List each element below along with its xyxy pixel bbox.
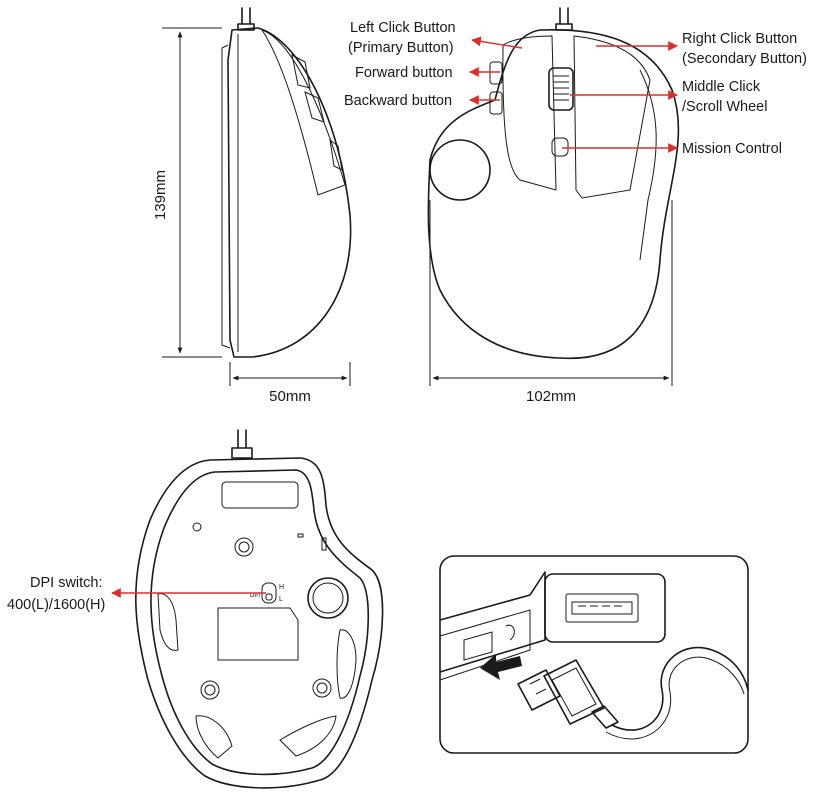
height-dimension-label: 139mm bbox=[152, 170, 169, 220]
bottom-mark-2 bbox=[321, 537, 327, 551]
top-width-dimension-label: 102mm bbox=[526, 388, 576, 405]
dpi-mark-text: DPI bbox=[250, 593, 260, 599]
mission-control-label: Mission Control bbox=[682, 141, 782, 157]
top-callouts: Left Click Button (Primary Button) Forwa… bbox=[344, 20, 807, 157]
bottom-sensor bbox=[307, 577, 349, 619]
left-click-label-line1: Left Click Button bbox=[350, 20, 456, 36]
right-panel-edge bbox=[639, 69, 657, 261]
dpi-switch-knob bbox=[265, 593, 273, 601]
top-view: 102mm bbox=[427, 7, 680, 405]
usb-plug-metal bbox=[517, 669, 561, 711]
scroll-wheel[interactable] bbox=[548, 67, 574, 111]
side-base-edge bbox=[221, 44, 231, 349]
side-view: 139mm 50mm bbox=[152, 7, 352, 405]
usb-plug-metal-detail bbox=[529, 678, 547, 695]
usb-plug-body-inner bbox=[551, 667, 597, 717]
bottom-foot-2 bbox=[200, 680, 220, 700]
bottom-foot-1 bbox=[234, 537, 254, 557]
left-click-arrow bbox=[471, 36, 523, 49]
usb-plug-body bbox=[543, 659, 605, 725]
dpi-label-line1: DPI switch: bbox=[30, 575, 103, 591]
usb-port-opening bbox=[565, 593, 639, 623]
bottom-small-screw bbox=[192, 522, 202, 532]
bottom-view: H L DPI DPI switch: 400(L)/1600(H) bbox=[7, 429, 384, 789]
bottom-inner-outline bbox=[150, 469, 370, 776]
side-cable bbox=[237, 7, 255, 31]
middle-click-label-line1: Middle Click bbox=[682, 79, 761, 95]
top-cable bbox=[555, 7, 573, 31]
side-button-panel bbox=[260, 29, 346, 196]
bottom-top-slot bbox=[221, 481, 299, 509]
side-button-2 bbox=[304, 91, 325, 123]
usb-cable bbox=[611, 646, 749, 731]
dpi-mark-h: H bbox=[279, 584, 284, 591]
right-click-label-line1: Right Click Button bbox=[682, 31, 797, 47]
bottom-foot-3 bbox=[312, 678, 332, 698]
bottom-foot-3-inner bbox=[316, 682, 328, 694]
forward-label: Forward button bbox=[355, 65, 453, 81]
bottom-foot-1-inner bbox=[238, 541, 250, 553]
middle-click-label-line2: /Scroll Wheel bbox=[682, 99, 767, 115]
bottom-foot-2-inner bbox=[204, 684, 216, 696]
usb-connection-panel bbox=[439, 555, 749, 754]
right-click-panel bbox=[573, 35, 651, 199]
backward-button[interactable] bbox=[489, 91, 503, 115]
forward-button[interactable] bbox=[489, 61, 503, 85]
usb-port-closeup bbox=[544, 573, 666, 643]
device-casing bbox=[439, 571, 546, 673]
usb-port-tongue bbox=[571, 601, 633, 615]
side-body-outline bbox=[227, 27, 352, 358]
usb-cable-inner bbox=[605, 656, 745, 740]
left-click-panel bbox=[502, 35, 557, 191]
bottom-outer-outline bbox=[135, 457, 384, 789]
dpi-label-line2: 400(L)/1600(H) bbox=[7, 597, 105, 613]
insert-arrow bbox=[480, 654, 522, 680]
bottom-bottom-pad-right bbox=[279, 715, 337, 757]
device-port-hole bbox=[463, 631, 493, 661]
right-click-label-line2: (Secondary Button) bbox=[682, 51, 807, 67]
side-button-3 bbox=[329, 138, 343, 171]
bottom-right-pad bbox=[336, 629, 357, 699]
usb-plug-strain-relief bbox=[591, 705, 619, 729]
scroll-wheel-ridges bbox=[553, 75, 569, 101]
bottom-left-pad bbox=[157, 593, 179, 651]
bottom-cable bbox=[231, 429, 253, 459]
bottom-label-plate bbox=[217, 607, 299, 661]
bottom-bottom-pad-left bbox=[195, 715, 233, 759]
usb-panel-frame bbox=[439, 555, 749, 754]
side-button-1 bbox=[291, 54, 311, 89]
device-port-ring bbox=[505, 624, 515, 641]
left-click-label-line2: (Primary Button) bbox=[348, 40, 454, 56]
bottom-sensor-inner bbox=[312, 582, 344, 614]
trackball bbox=[429, 139, 491, 201]
bottom-mark-1 bbox=[297, 533, 304, 538]
backward-label: Backward button bbox=[344, 93, 452, 109]
mission-control-button[interactable] bbox=[551, 137, 569, 157]
dpi-mark-l: L bbox=[279, 596, 283, 603]
side-width-dimension-label: 50mm bbox=[269, 388, 311, 405]
